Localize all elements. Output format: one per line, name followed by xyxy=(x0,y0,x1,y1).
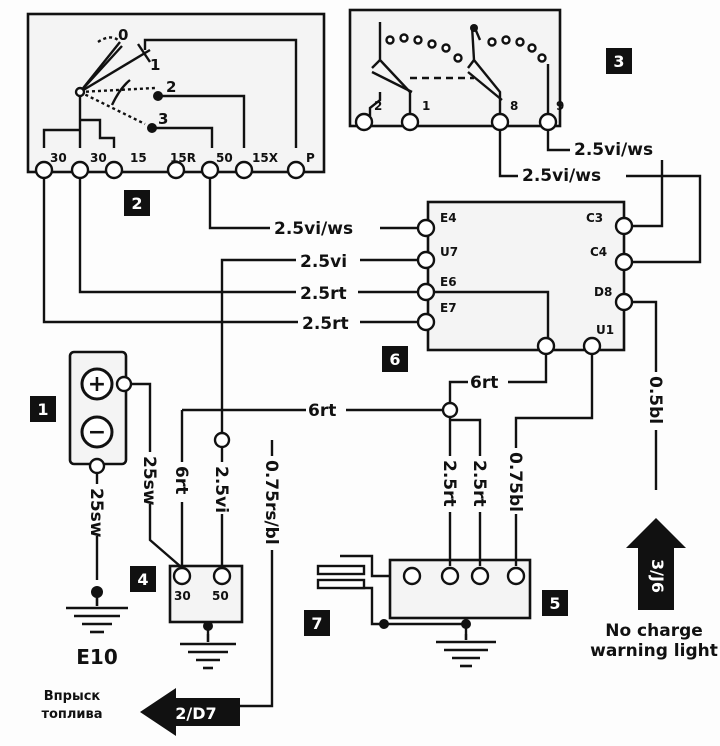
gen-term-1 xyxy=(402,566,422,586)
wire-label-e7: 2.5rt xyxy=(302,314,349,334)
ground-e10 xyxy=(66,586,128,634)
badge-4: 4 xyxy=(137,570,148,589)
fuel-label-line2: топлива xyxy=(41,707,102,722)
switch-term-15x: 15X xyxy=(252,151,279,165)
badge-2: 2 xyxy=(131,194,142,213)
badge-7: 7 xyxy=(311,614,322,633)
switch-term-30a: 30 xyxy=(50,151,67,165)
wire-label-e4: 2.5vi/ws xyxy=(274,219,353,239)
starter-label-50: 50 xyxy=(212,589,229,603)
relay-internals xyxy=(354,22,558,132)
wire-label-g2: 2.5rt xyxy=(469,460,489,507)
module-pin-u7: U7 xyxy=(440,245,458,259)
wire-label-bat-top: 25sw xyxy=(139,456,159,506)
relay-pin-2: 2 xyxy=(374,99,382,113)
switch-term-50: 50 xyxy=(216,151,233,165)
ground-label-e10: E10 xyxy=(76,645,118,669)
battery-minus: − xyxy=(88,420,106,445)
module-pin-e7: E7 xyxy=(440,301,457,315)
module-pin-e4: E4 xyxy=(440,211,457,225)
wire-label-d8: 0.5bl xyxy=(645,376,665,424)
arrow-3-j6-label: 3/J6 xyxy=(648,559,667,593)
battery-plus: + xyxy=(88,372,106,397)
relay-pin-8: 8 xyxy=(510,99,518,113)
control-module-box xyxy=(426,200,626,352)
badge-3: 3 xyxy=(613,52,624,71)
wire-label-u7: 2.5vi xyxy=(300,252,347,272)
switch-pos-1: 1 xyxy=(150,56,160,74)
wire-label-s50: 2.5vi xyxy=(211,466,231,513)
wire-label-g3: 0.75bl xyxy=(505,452,525,512)
battery xyxy=(80,367,133,475)
switch-pos-2: 2 xyxy=(166,78,176,96)
relay-pin-9: 9 xyxy=(556,99,564,113)
switch-term-30b: 30 xyxy=(90,151,107,165)
badge-6: 6 xyxy=(389,350,400,369)
wire-label-9: 2.5vi/ws xyxy=(574,140,653,160)
relay-pin-1: 1 xyxy=(422,99,430,113)
wire-label-g1: 2.5rt xyxy=(439,460,459,507)
module-pin-u1: U1 xyxy=(596,323,614,337)
ground-starter xyxy=(180,634,236,670)
warning-label-line2: warning light xyxy=(590,641,718,661)
wire-label-bus: 6rt xyxy=(308,401,336,421)
wire-label-rsbl: 0.75rs/bl xyxy=(261,460,281,545)
gen-term-4 xyxy=(506,566,526,586)
switch-term-15: 15 xyxy=(130,151,147,165)
wire-label-e6: 2.5rt xyxy=(300,284,347,304)
arrow-3-j6 xyxy=(626,518,686,610)
badge-5: 5 xyxy=(549,594,560,613)
gen-term-2 xyxy=(440,566,460,586)
starter-label-30: 30 xyxy=(174,589,191,603)
switch-term-15r: 15R xyxy=(170,151,196,165)
module-pin-c4: C4 xyxy=(590,245,607,259)
module-pin-c3: C3 xyxy=(586,211,603,225)
wire-label-8: 2.5vi/ws xyxy=(522,166,601,186)
ignition-switch-internals xyxy=(42,36,298,148)
wire-labels: 2.5vi/ws 2.5vi/ws 2.5vi/ws 2.5vi 2.5rt 2… xyxy=(86,138,678,550)
switch-pos-0: 0 xyxy=(118,26,128,44)
wire-label-bat-bot: 25sw xyxy=(86,488,106,538)
relay-box xyxy=(348,8,562,128)
component-badges xyxy=(30,48,632,636)
arrow-2-d7 xyxy=(140,688,240,736)
switch-term-p: P xyxy=(306,151,315,165)
warning-label-line1: No charge xyxy=(605,621,703,641)
junction-6rt xyxy=(441,401,459,419)
fuel-label-line1: Впрыск xyxy=(44,689,101,704)
starter-term-30 xyxy=(172,566,192,586)
switch-pos-3: 3 xyxy=(158,110,168,128)
module-pin-e6: E6 xyxy=(440,275,457,289)
starter-term-50 xyxy=(212,566,232,586)
badge-1: 1 xyxy=(37,400,48,419)
wire-label-u1: 6rt xyxy=(470,373,498,393)
arrow-2-d7-label: 2/D7 xyxy=(175,704,216,723)
junction-2-5vi xyxy=(213,431,231,449)
gen-term-3 xyxy=(470,566,490,586)
wire-label-s30: 6rt xyxy=(171,466,191,494)
ground-generator xyxy=(436,634,496,668)
module-pin-d8: D8 xyxy=(594,285,612,299)
capacitor xyxy=(316,564,366,590)
